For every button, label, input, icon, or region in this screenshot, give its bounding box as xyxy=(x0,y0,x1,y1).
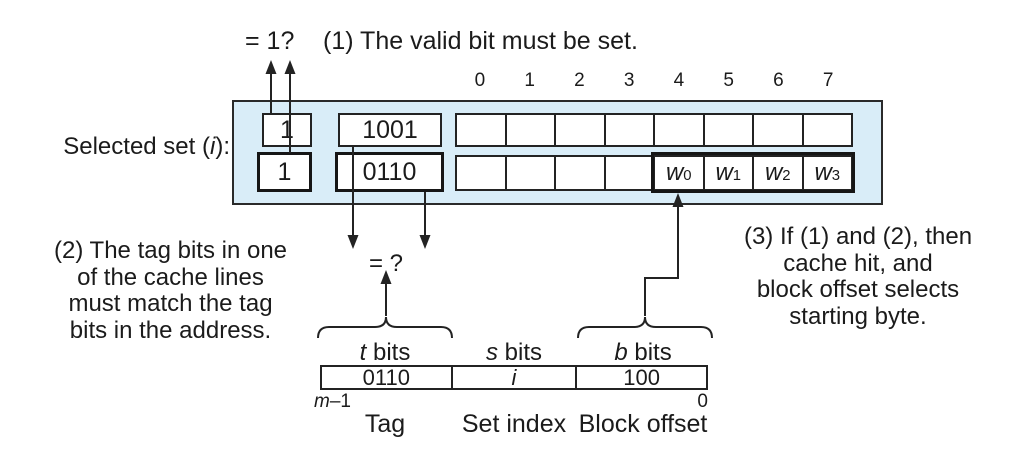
step2-caption: (2) The tag bits in one of the cache lin… xyxy=(18,237,323,344)
valid-bit-line1-value: 1 xyxy=(277,157,292,186)
line1-byte-0 xyxy=(457,157,505,189)
tag1-arrowhead-icon xyxy=(419,235,431,249)
step2-line2: of the cache lines xyxy=(77,263,264,291)
word-w2-var: w xyxy=(764,159,783,186)
byte-offset-0: 0 xyxy=(474,70,486,91)
address-bit-width-labels: t bits s bits b bits xyxy=(320,339,708,367)
line0-byte-5 xyxy=(702,115,753,145)
address-block-offset-value: 100 xyxy=(623,364,661,390)
tag-check-label: = ? xyxy=(368,250,404,277)
step2-line4: bits in the address. xyxy=(69,316,272,344)
step3-caption: (3) If (1) and (2), then cache hit, and … xyxy=(712,223,1004,330)
selected-set-label-suffix: ): xyxy=(215,133,230,160)
valid-bit-line0-value: 1 xyxy=(280,115,294,144)
tag-line0-value: 1001 xyxy=(362,115,418,144)
b-bits-brace xyxy=(578,317,712,338)
t-bits-label: t bits xyxy=(320,339,450,367)
tag-line1: 0110 xyxy=(335,152,444,192)
byte-offset-7: 7 xyxy=(822,70,834,91)
byte-offset-4: 4 xyxy=(673,70,685,91)
step2-line3: must match the tag xyxy=(68,290,273,317)
s-var: s xyxy=(485,339,498,366)
block-offset-field-name: Block offset xyxy=(578,410,708,438)
msb-label: m–1 xyxy=(314,391,351,413)
line0-byte-1 xyxy=(504,115,555,145)
line0-byte-0 xyxy=(457,115,505,145)
step3-line3: block offset selects xyxy=(756,276,960,303)
tag-field-name: Tag xyxy=(364,410,406,438)
selected-set-index-var: i xyxy=(209,133,216,160)
step2-line1: (2) The tag bits in one xyxy=(53,237,288,264)
line1-byte-1 xyxy=(504,157,555,189)
address-tag-field: 0110 xyxy=(322,364,451,390)
byte-offset-ruler: 0 1 2 3 4 5 6 7 xyxy=(455,70,853,92)
b-rest: bits xyxy=(627,339,672,366)
t-rest: bits xyxy=(366,339,411,366)
byte-offset-6: 6 xyxy=(773,70,784,91)
m-var: m xyxy=(314,391,330,412)
step3-line4: starting byte. xyxy=(789,302,927,330)
line1-byte-2 xyxy=(554,157,604,189)
address-block-offset-field: 100 xyxy=(577,364,706,390)
address-box: 0110 i 100 xyxy=(320,365,708,390)
m-rest: –1 xyxy=(329,391,351,412)
set-index-field-name: Set index xyxy=(461,410,567,438)
valid-bit-line1: 1 xyxy=(257,152,312,192)
word-w1-var: w xyxy=(715,159,733,186)
line1-byte-3 xyxy=(603,157,654,189)
valid1-arrowhead-icon xyxy=(284,60,296,74)
step1-caption: (1) The valid bit must be set. xyxy=(323,27,638,55)
line0-byte-7 xyxy=(801,115,852,145)
byte-offset-3: 3 xyxy=(623,70,635,91)
valid0-arrowhead-icon xyxy=(265,60,277,74)
block-offset-to-word-line xyxy=(645,206,678,316)
t-bits-brace xyxy=(318,317,452,338)
line0-byte-2 xyxy=(554,115,604,145)
lsb-label: 0 xyxy=(697,391,708,412)
word-w3-var: w xyxy=(814,159,832,186)
selected-set-label: Selected set (i): xyxy=(0,133,230,161)
step3-line2: cache hit, and xyxy=(783,249,933,277)
s-bits-label: s bits xyxy=(450,339,578,367)
s-rest: bits xyxy=(497,339,542,366)
address-set-index-field: i xyxy=(450,364,578,390)
selected-set-label-prefix: Selected set ( xyxy=(63,133,210,160)
valid-check-label: = 1? xyxy=(245,27,295,55)
byte-offset-1: 1 xyxy=(524,70,535,91)
address-field-names: Tag Set index Block offset xyxy=(320,410,708,439)
line0-byte-6 xyxy=(752,115,802,145)
line0-byte-3 xyxy=(603,115,654,145)
tag-line0: 1001 xyxy=(338,113,442,147)
valid-bit-line0: 1 xyxy=(262,113,312,147)
tag-line1-value: 0110 xyxy=(362,157,417,186)
tag0-arrowhead-icon xyxy=(347,235,359,249)
address-tag-value: 0110 xyxy=(362,364,410,390)
word-w0-var: w xyxy=(665,159,684,186)
step3-line1: (3) If (1) and (2), then xyxy=(743,223,973,250)
byte-offset-2: 2 xyxy=(574,70,585,91)
block-bytes-line0 xyxy=(455,113,853,147)
matched-words-outline xyxy=(651,152,855,193)
line0-byte-4 xyxy=(653,115,703,145)
t-var: t xyxy=(359,339,367,366)
byte-offset-5: 5 xyxy=(723,70,734,91)
b-bits-label: b bits xyxy=(578,339,708,367)
b-var: b xyxy=(614,339,628,366)
address-set-index-value: i xyxy=(511,364,517,390)
